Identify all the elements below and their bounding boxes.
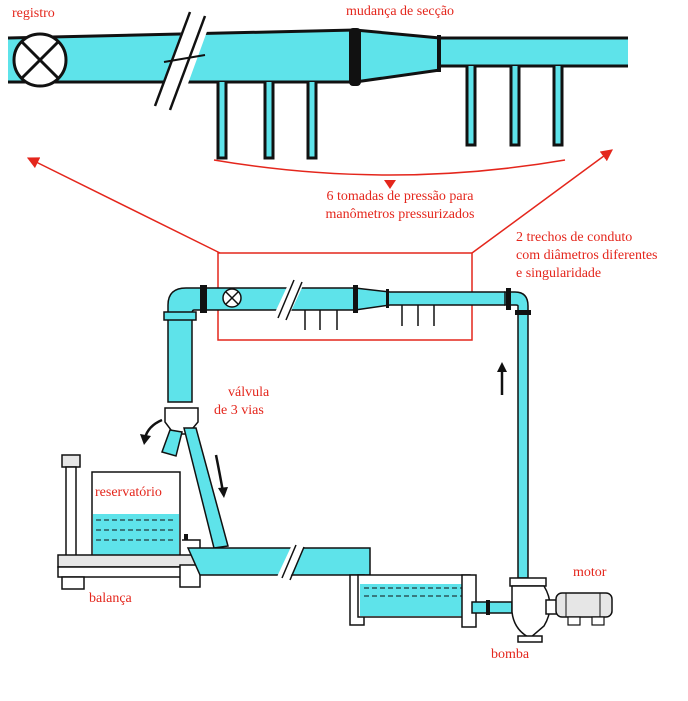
sump-tank xyxy=(357,574,477,628)
valve-cross-icon xyxy=(12,32,68,88)
pump-label: bomba xyxy=(491,647,530,662)
pressure-taps-left xyxy=(216,82,318,160)
pipe-sections-label-line3: e singularidade xyxy=(516,266,602,281)
zoom-arrow-right xyxy=(471,149,613,254)
pressure-taps-label-line1: 6 tomadas de pressão para xyxy=(326,189,474,204)
section-change-label: mudança de secção xyxy=(346,4,455,19)
pipe-sections-label-line2: com diâmetros diferentes xyxy=(516,248,658,263)
section-change-flange xyxy=(349,28,361,86)
arrow-down-icon xyxy=(214,454,228,498)
return-channel xyxy=(186,541,371,626)
reservoir-label: reservatório xyxy=(95,485,162,500)
registro-small-valve xyxy=(222,288,242,308)
scale-label: balança xyxy=(89,591,132,606)
pipe-sections-label-line1: 2 trechos de conduto xyxy=(516,230,633,245)
zoom-arrow-left xyxy=(26,157,221,254)
main-rig xyxy=(57,279,613,643)
zoomed-pipe-detail xyxy=(7,11,628,160)
pressure-taps-label-line2: manômetros pressurizados xyxy=(325,207,475,222)
curved-arrow-icon xyxy=(140,418,163,445)
pipe-break-mark xyxy=(153,11,209,112)
registro-label: registro xyxy=(12,6,55,21)
scale-balance xyxy=(57,454,201,590)
taps-bracket xyxy=(213,159,566,176)
three-way-valve xyxy=(161,407,229,549)
arrow-up-icon xyxy=(497,362,507,395)
three-way-valve-label-line1: válvula xyxy=(228,385,270,400)
three-way-valve-label-line2: de 3 vias xyxy=(214,403,264,418)
pressure-taps-right xyxy=(465,66,564,147)
motor-label: motor xyxy=(573,565,607,580)
pump xyxy=(509,577,559,643)
motor xyxy=(555,592,613,626)
